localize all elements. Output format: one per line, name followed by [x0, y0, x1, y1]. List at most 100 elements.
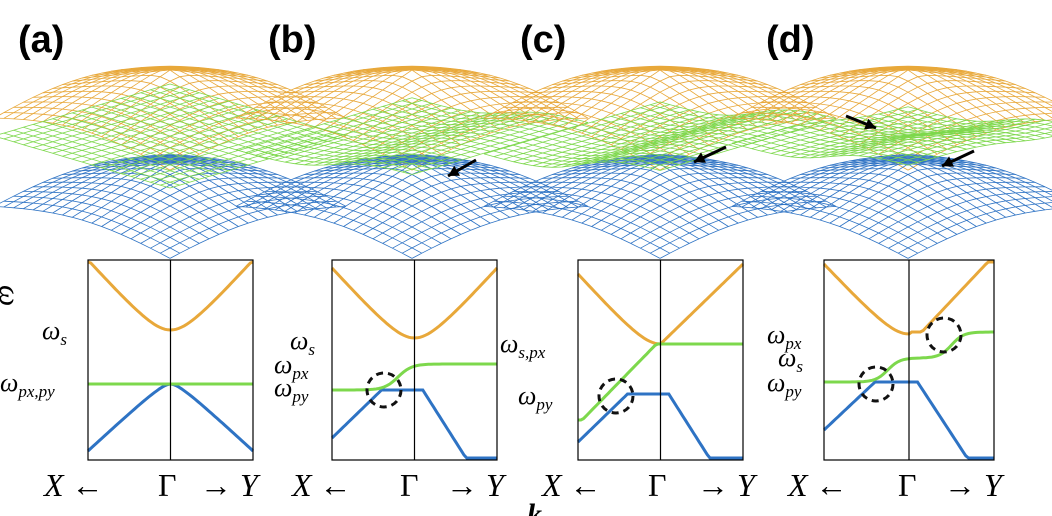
- mesh-line: [751, 106, 928, 160]
- mesh-line: [411, 206, 589, 259]
- mesh-line: [13, 129, 190, 183]
- mesh-line: [3, 132, 180, 186]
- mesh-line: [169, 117, 347, 171]
- mesh-line: [235, 117, 413, 171]
- mesh-line: [169, 135, 347, 189]
- surface-panel-c: [483, 65, 837, 259]
- panel-label-c: (c): [520, 19, 566, 61]
- x-label-right: → Y: [697, 467, 758, 503]
- mesh-line: [0, 137, 171, 189]
- level-label: ωpx,py: [0, 368, 55, 401]
- mesh-line: [392, 195, 569, 249]
- mesh-line: [888, 106, 1052, 160]
- mesh-line: [898, 202, 1052, 254]
- mesh-line: [255, 106, 432, 160]
- panel-b-level-labels: ωs ωpx ωpy: [274, 326, 315, 406]
- x-label-gamma: Γ: [158, 467, 177, 503]
- mesh-line: [790, 119, 967, 158]
- green-band-surface: [235, 97, 589, 175]
- x-label-left: X ←: [42, 467, 104, 503]
- mesh-line: [150, 195, 327, 249]
- orange-band-surface: [483, 65, 837, 171]
- mesh-line: [513, 101, 690, 155]
- mesh-line: [411, 122, 589, 175]
- mesh-line: [402, 119, 579, 173]
- mesh-line: [659, 206, 837, 259]
- mesh-line: [751, 137, 928, 160]
- green-band-surface: [731, 106, 1052, 166]
- level-label: ωs: [42, 316, 67, 349]
- mesh-line: [493, 200, 670, 254]
- mesh-line: [741, 140, 918, 163]
- mesh-line: [493, 150, 670, 168]
- orange-band-surface: [0, 65, 347, 171]
- crossing-circle: [857, 365, 895, 403]
- panel-label-b: (b): [268, 19, 317, 61]
- level-label: ωpy: [518, 381, 553, 414]
- mesh-line: [13, 195, 190, 249]
- mesh-line: [907, 136, 1052, 166]
- mesh-line: [23, 191, 200, 244]
- mesh-line: [562, 168, 739, 224]
- mesh-line: [888, 126, 1052, 161]
- mesh-line: [160, 112, 337, 165]
- k-axis-label: k: [527, 498, 542, 516]
- arrow-head: [448, 165, 460, 176]
- blue-band-surface: [483, 154, 837, 259]
- crossing-circle: [365, 371, 403, 409]
- mesh-line: [13, 106, 190, 160]
- mesh-line: [255, 143, 432, 170]
- x-label-right: → Y: [200, 467, 261, 503]
- panel-label-d: (d): [766, 19, 815, 61]
- mesh-line: [888, 196, 1052, 249]
- mesh-line: [245, 112, 422, 165]
- mesh-line: [483, 117, 661, 171]
- mesh-line: [333, 168, 510, 224]
- mesh-line: [761, 134, 938, 158]
- mesh-line: [255, 195, 432, 249]
- surface-panel-b: [235, 65, 589, 259]
- mesh-line: [402, 200, 579, 254]
- crossing-circle: [597, 377, 635, 415]
- mesh-line: [483, 153, 661, 171]
- x-label-left: X ←: [290, 467, 352, 503]
- mesh-line: [751, 195, 928, 249]
- surface-panel-d: [731, 65, 1052, 259]
- arrow: [447, 158, 477, 178]
- mesh-line: [761, 191, 938, 244]
- mesh-line: [907, 208, 1052, 259]
- arrow-head: [864, 118, 876, 130]
- dispersion-panel-a: [86, 259, 255, 461]
- mesh-line: [829, 168, 1006, 224]
- panel-a-level-labels: ωs ωpx,py: [0, 316, 67, 401]
- mesh-line: [72, 168, 249, 224]
- mesh-line: [3, 200, 180, 254]
- mesh-line: [731, 206, 909, 259]
- arrow: [941, 149, 975, 168]
- mesh-line: [650, 112, 827, 165]
- mesh-line: [235, 149, 413, 175]
- level-label: ωs: [290, 326, 315, 359]
- mesh-line: [160, 200, 337, 254]
- panel-label-a: (a): [18, 19, 64, 61]
- mesh-line: [907, 119, 1052, 171]
- mesh-line: [91, 168, 268, 224]
- arrow: [693, 145, 727, 164]
- level-label: ωpy: [274, 373, 309, 406]
- mesh-line: [0, 117, 171, 171]
- mesh-line: [650, 200, 827, 254]
- dispersion-plots: [86, 259, 995, 461]
- mesh-line: [235, 65, 413, 119]
- crossing-circle: [925, 316, 963, 354]
- mesh-line: [503, 147, 680, 166]
- level-label: ωs: [778, 343, 803, 376]
- mesh-line: [810, 74, 987, 134]
- mesh-line: [392, 117, 569, 170]
- mesh-line: [265, 140, 442, 167]
- dispersion-panel-d: [822, 259, 995, 461]
- level-label: ωpx: [767, 320, 802, 353]
- mesh-line: [235, 206, 413, 259]
- x-axis-labels: X ← Γ → Y X ← Γ → Y X ← Γ → Y X ← Γ → Y …: [42, 467, 1005, 516]
- mesh-line: [659, 117, 837, 171]
- mesh-line: [513, 191, 690, 244]
